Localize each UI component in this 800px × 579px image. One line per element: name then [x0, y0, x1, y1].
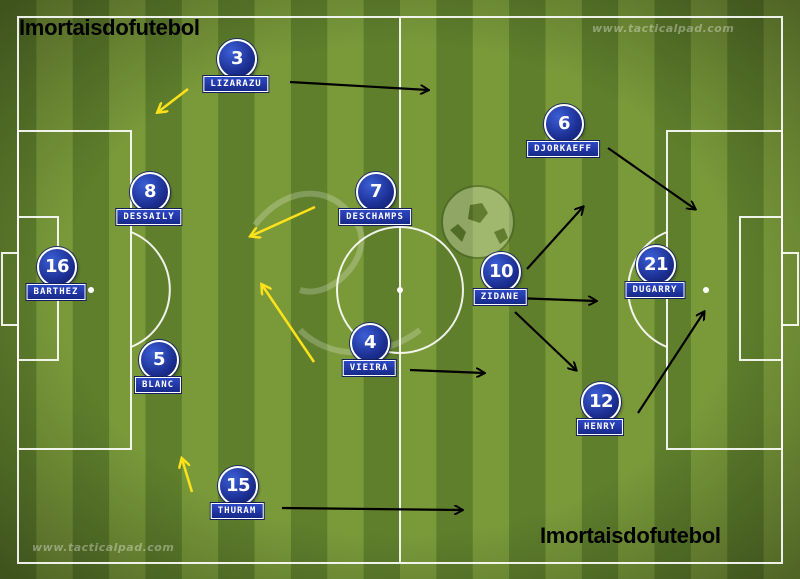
recover-arrow-vieira: [262, 285, 316, 363]
player-number: 21: [636, 245, 676, 285]
player-number: 16: [37, 247, 77, 287]
recover-arrow-thuram: [182, 459, 194, 493]
player-number: 3: [217, 39, 257, 79]
player-number: 15: [218, 466, 258, 506]
run-arrow-djorkaeff: [607, 147, 695, 209]
player-name: VIEIRA: [342, 360, 396, 376]
run-arrow-henry: [637, 312, 704, 414]
watermark-top: www.tacticalpad.com: [592, 22, 735, 35]
run-arrow-zidane-up: [526, 207, 583, 270]
right-goal: [781, 252, 799, 326]
player-number: 12: [581, 382, 621, 422]
player-name: BLANC: [134, 377, 182, 393]
recover-arrow-lizarazu: [158, 88, 189, 112]
player-name: HENRY: [576, 419, 624, 435]
centre-circle: [336, 226, 464, 354]
player-name: DESSAILY: [116, 209, 182, 225]
left-goal: [1, 252, 19, 326]
player-number: 10: [481, 252, 521, 292]
run-arrow-zidane-down: [514, 311, 576, 370]
attacking-run-arrows: [281, 80, 704, 510]
recovery-arrows: [158, 88, 316, 493]
player-number: 4: [350, 323, 390, 363]
player-name: DESCHAMPS: [339, 209, 411, 225]
player-name: DUGARRY: [625, 282, 685, 298]
run-arrow-zidane-right: [514, 298, 596, 301]
player-name: DJORKAEFF: [527, 141, 599, 157]
player-name: LIZARAZU: [203, 76, 269, 92]
player-name: THURAM: [210, 503, 264, 519]
player-number: 6: [544, 104, 584, 144]
left-penalty-arc: [130, 231, 171, 348]
run-arrow-vieira: [409, 370, 484, 373]
brand-label-bottom: Imortaisdofutebol: [540, 523, 721, 548]
player-number: 8: [130, 172, 170, 212]
recover-arrow-deschamps: [251, 205, 316, 236]
run-arrow-thuram: [281, 508, 462, 510]
player-name: ZIDANE: [473, 289, 527, 305]
player-name: BARTHEZ: [26, 284, 86, 300]
ball-decoration: [441, 185, 515, 259]
run-arrow-lizarazu: [289, 80, 428, 90]
brand-label-top: Imortaisdofutebol: [19, 15, 200, 40]
player-number: 5: [139, 340, 179, 380]
watermark-bottom: www.tacticalpad.com: [32, 541, 175, 554]
player-number: 7: [356, 172, 396, 212]
